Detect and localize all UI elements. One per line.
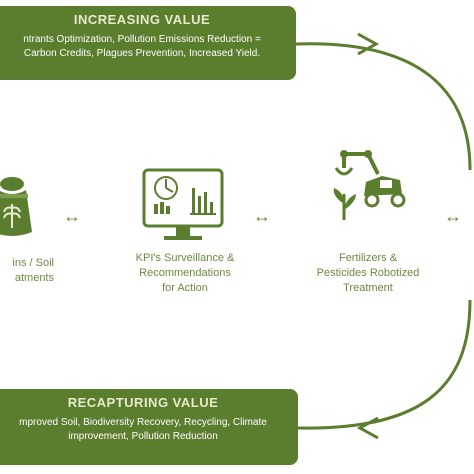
recapturing-value-line-1: mproved Soil, Biodiversity Recovery, Rec… [19,417,267,428]
seed-sack-icon [0,177,32,236]
bidirectional-arrow-2: ↔ [253,206,271,226]
bidirectional-arrow-3: ↔ [444,206,462,226]
bidirectional-arrow-1: ↔ [63,206,81,226]
node-label-kpi-line-2: Recommendations [139,267,231,279]
monitor-dashboard-icon [142,168,224,240]
node-label-kpi-line-3: for Action [162,282,208,294]
node-label-kpi: KPI's Surveillance & Recommendations for… [120,251,250,296]
recapturing-value-line-2: improvement, Pollution Reduction [68,431,218,442]
node-label-kpi-line-1: KPI's Surveillance & [135,252,235,264]
node-label-robot-line-1: Fertilizers & [338,252,398,264]
recapturing-value-box: RECAPTURING VALUE mproved Soil, Biodiver… [0,389,298,465]
increasing-value-line-1: ntrants Optimization, Pollution Emission… [23,34,261,45]
increasing-value-title: INCREASING VALUE [73,12,211,27]
node-label-soil-line-2: atments [14,272,54,284]
robot-arm-tractor-icon [333,150,406,220]
recapturing-value-title: RECAPTURING VALUE [67,395,219,410]
increasing-value-line-2: Carbon Credits, Plagues Prevention, Incr… [23,48,261,59]
node-label-soil-treatments: ins / Soil atments [0,256,54,286]
node-label-robot-line-2: Pesticides Robotized [316,267,420,279]
node-label-robot: Fertilizers & Pesticides Robotized Treat… [298,251,438,296]
node-label-soil-line-1: ins / Soil [12,257,54,269]
increasing-value-box: INCREASING VALUE ntrants Optimization, P… [0,6,296,80]
node-label-robot-line-3: Treatment [343,282,393,294]
